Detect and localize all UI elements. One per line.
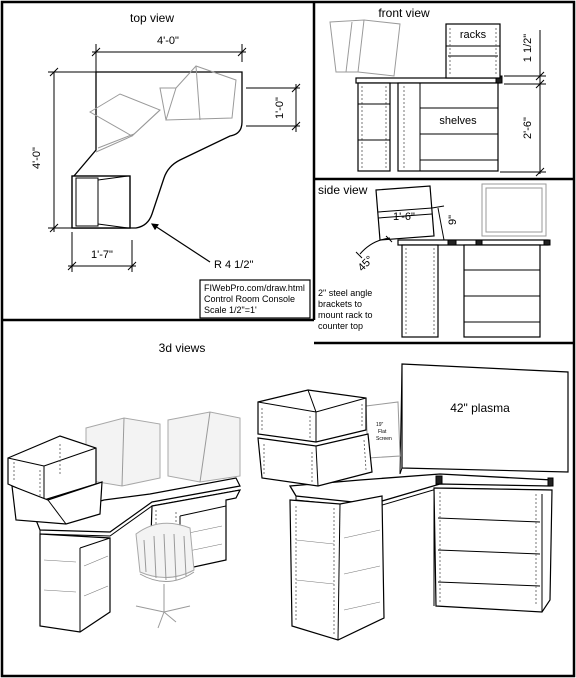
views-3d-panel: 3d views <box>7 341 569 641</box>
credit-box: FIWebPro.com/draw.html Control Room Cons… <box>199 279 311 319</box>
front-view-countertop <box>355 77 501 84</box>
side-view-note-line-3: mount rack to <box>318 310 373 320</box>
top-view-dim-bottom: 1'-7" <box>67 232 137 272</box>
side-view-angle-label: 45° <box>356 254 376 274</box>
top-view-depth-label: 1'-0" <box>274 97 286 119</box>
front-view-racks-label: racks <box>460 29 487 41</box>
top-view-radius-label: R 4 1/2" <box>214 259 253 271</box>
side-view-panel: side view 1'-6" 9" 45° <box>318 183 551 338</box>
right-3d-model: 42" plasma 19" Flat Screen <box>257 363 569 641</box>
side-view-angle: 45° <box>355 235 393 274</box>
side-view-pedestal <box>401 244 439 338</box>
credit-line-3: Scale 1/2"=1' <box>204 305 257 315</box>
side-view-height-dim: 9" <box>431 205 459 241</box>
side-view-rack: 1'-6" <box>375 185 435 241</box>
side-view-monitor <box>481 183 547 237</box>
top-view-dim-depth: 1'-0" <box>246 83 301 132</box>
side-view-depth-label: 1'-6" <box>393 211 415 223</box>
flat-screen-line-3: Screen <box>376 436 392 442</box>
side-view-countertop <box>397 239 551 246</box>
flat-screen-line-2: Flat <box>378 429 387 435</box>
side-view-note: 2" steel angle brackets to mount rack to… <box>318 288 373 331</box>
top-view-rack <box>71 175 131 229</box>
front-view-dim-upper: 1 1/2" <box>522 34 534 62</box>
front-view-shelves-label: shelves <box>439 115 477 127</box>
flat-screen-line-1: 19" <box>376 422 384 428</box>
front-view-title: front view <box>378 6 430 20</box>
left-3d-model <box>7 411 242 633</box>
front-view-dim-lower: 2'-6" <box>522 117 534 139</box>
top-view-dim-width: 4'-0" <box>91 35 247 72</box>
left-3d-chair <box>135 522 195 629</box>
side-view-title: side view <box>318 183 368 197</box>
top-view-height-label: 4'-0" <box>31 147 43 169</box>
credit-line-1: FIWebPro.com/draw.html <box>204 283 305 293</box>
top-view-panel: top view 4'-0" 4'-0" 1'-0" <box>31 11 311 319</box>
front-view-shelves: shelves <box>397 82 499 172</box>
top-view-width-label: 4'-0" <box>157 35 179 47</box>
side-view-note-line-2: brackets to <box>318 299 362 309</box>
front-view-left-pedestal <box>357 82 391 172</box>
side-view-shelves <box>463 244 541 338</box>
top-view-dim-height: 4'-0" <box>31 67 100 233</box>
top-view-bottom-label: 1'-7" <box>91 249 113 261</box>
plasma-label: 42" plasma <box>450 401 510 415</box>
front-view-panel: front view racks <box>329 6 546 177</box>
front-view-dims: 1 1/2" 2'-6" <box>500 30 546 177</box>
views-3d-title: 3d views <box>159 341 206 355</box>
side-view-height-label: 9" <box>447 215 459 225</box>
top-view-monitors <box>89 65 237 153</box>
side-view-note-line-1: 2" steel angle <box>318 288 372 298</box>
top-view-title: top view <box>130 11 174 25</box>
front-view-racks: racks <box>445 23 501 79</box>
top-view-radius: R 4 1/2" <box>150 223 253 271</box>
credit-line-2: Control Room Console <box>204 294 295 304</box>
side-view-note-line-4: counter top <box>318 321 363 331</box>
top-view-desk-outline <box>73 71 243 229</box>
front-view-monitors <box>329 19 401 77</box>
